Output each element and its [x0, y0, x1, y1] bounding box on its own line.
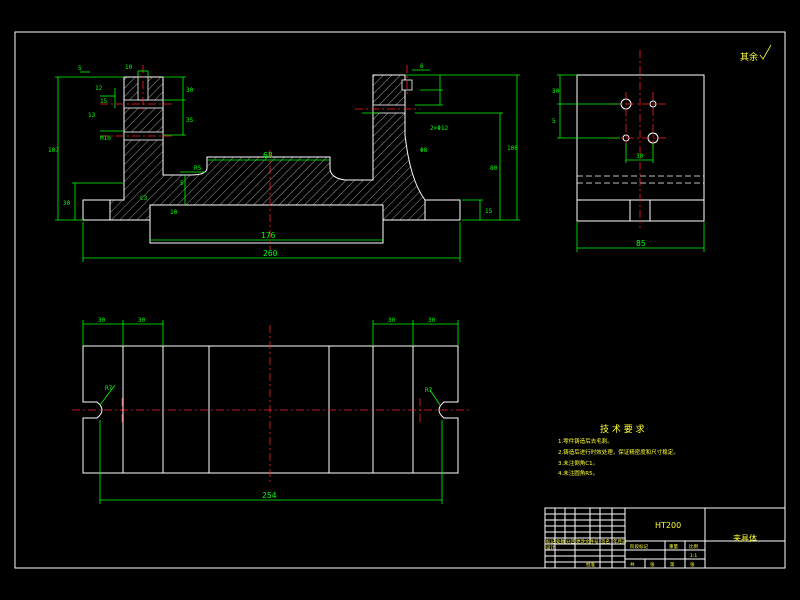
front-dim-5b: 5: [180, 180, 184, 187]
technical-requirements: 技 术 要 求 1.零件铸造后去毛刺。 2.铸造后进行时效处理，保证精密度和尺寸…: [558, 423, 679, 477]
side-view-outline: [576, 74, 705, 222]
front-dim-30a: 30: [186, 87, 194, 94]
surface-finish-symbol: [759, 44, 772, 60]
tech-req-item-3: 3.未注倒角C1。: [558, 459, 598, 467]
tb-label-design: 设计: [546, 544, 555, 551]
side-view: 30 5 30 85: [552, 50, 705, 252]
tb-sheet-total: 共: [630, 561, 635, 568]
tb-label-date: 年月日: [613, 538, 627, 545]
front-dim-2phi12: 2×Φ12: [430, 125, 448, 132]
tb-part-name: 夹具体: [733, 533, 757, 543]
front-dim-15b: 15: [485, 208, 493, 215]
title-block: 标记 处数 分区 更改文件号 签名 年月日 设计 批准 HT200 夹具体 阶段…: [544, 507, 786, 569]
tb-scale-label: 比例: [689, 543, 698, 550]
tb-label-sign: 签名: [601, 538, 610, 545]
front-dim-12: 12: [95, 85, 103, 92]
drawing-border: [14, 31, 786, 569]
front-dim-m10: M10: [100, 135, 111, 142]
front-dimension-lines: [55, 69, 520, 262]
front-dim-30b: 30: [63, 200, 71, 207]
tb-sheet-unit-2: 张: [690, 561, 695, 568]
tb-label-mark: 标记: [546, 538, 555, 545]
surface-finish-note: 其余: [740, 51, 758, 63]
front-dim-13: 13: [88, 112, 96, 119]
front-view-base: [82, 199, 461, 221]
tb-stage-label: 阶段标记: [630, 543, 648, 550]
tb-weight-label: 重量: [669, 543, 678, 550]
front-dim-r5: R5: [194, 165, 202, 172]
top-view: 30 30 30 30 R7 R7 254: [72, 317, 470, 504]
front-view: 5 12 10 30 15 35 13 M10 6 2×Φ12 Φ8 107 3…: [48, 63, 520, 262]
front-dim-100: 100: [507, 145, 518, 152]
tech-req-item-1: 1.零件铸造后去毛刺。: [558, 437, 613, 445]
tb-label-approve: 批准: [586, 561, 595, 568]
side-dim-30b: 30: [636, 153, 644, 160]
tech-req-title: 技 术 要 求: [600, 423, 645, 435]
front-dim-176: 176: [261, 231, 276, 240]
top-dim-254: 254: [262, 491, 277, 500]
front-dim-68: 68: [263, 151, 273, 160]
front-dim-5a: 5: [78, 65, 82, 72]
front-dim-15a: 15: [100, 98, 108, 105]
front-dim-80: 80: [490, 165, 498, 172]
front-dim-107: 107: [48, 147, 59, 154]
front-dim-10b: 10: [170, 209, 178, 216]
front-dim-35: 35: [186, 117, 194, 124]
tb-scale-value: 1:1: [690, 553, 697, 559]
top-dim-r7a: R7: [105, 385, 113, 392]
tech-req-item-4: 4.未注圆角R5。: [558, 469, 598, 477]
front-dim-6: 6: [420, 63, 424, 70]
tb-material: HT200: [655, 521, 681, 530]
front-dim-c3: C3: [140, 195, 148, 202]
tb-label-zone: 分区: [566, 538, 575, 545]
top-view-outline: [82, 345, 459, 474]
tech-req-item-2: 2.铸造后进行时效处理，保证精密度和尺寸稳定。: [558, 448, 679, 456]
top-dim-30b: 30: [138, 317, 146, 324]
side-dim-30a: 30: [552, 88, 560, 95]
top-dim-30d: 30: [428, 317, 436, 324]
front-dim-260: 260: [263, 249, 278, 258]
top-dim-30a: 30: [98, 317, 106, 324]
tb-sheet-unit-1: 张: [650, 561, 655, 568]
top-dim-r7b: R7: [425, 387, 433, 394]
front-dim-phi8: Φ8: [420, 147, 428, 154]
tb-label-count: 处数: [556, 538, 565, 545]
front-view-section: [109, 74, 426, 221]
front-dim-10a: 10: [125, 64, 133, 71]
tb-label-change: 更改文件号: [576, 538, 599, 545]
side-dim-5: 5: [552, 118, 556, 125]
tb-sheet-no: 第: [670, 561, 675, 568]
top-dim-30c: 30: [388, 317, 396, 324]
front-view-recess: [149, 220, 384, 244]
side-dim-85: 85: [636, 239, 646, 248]
